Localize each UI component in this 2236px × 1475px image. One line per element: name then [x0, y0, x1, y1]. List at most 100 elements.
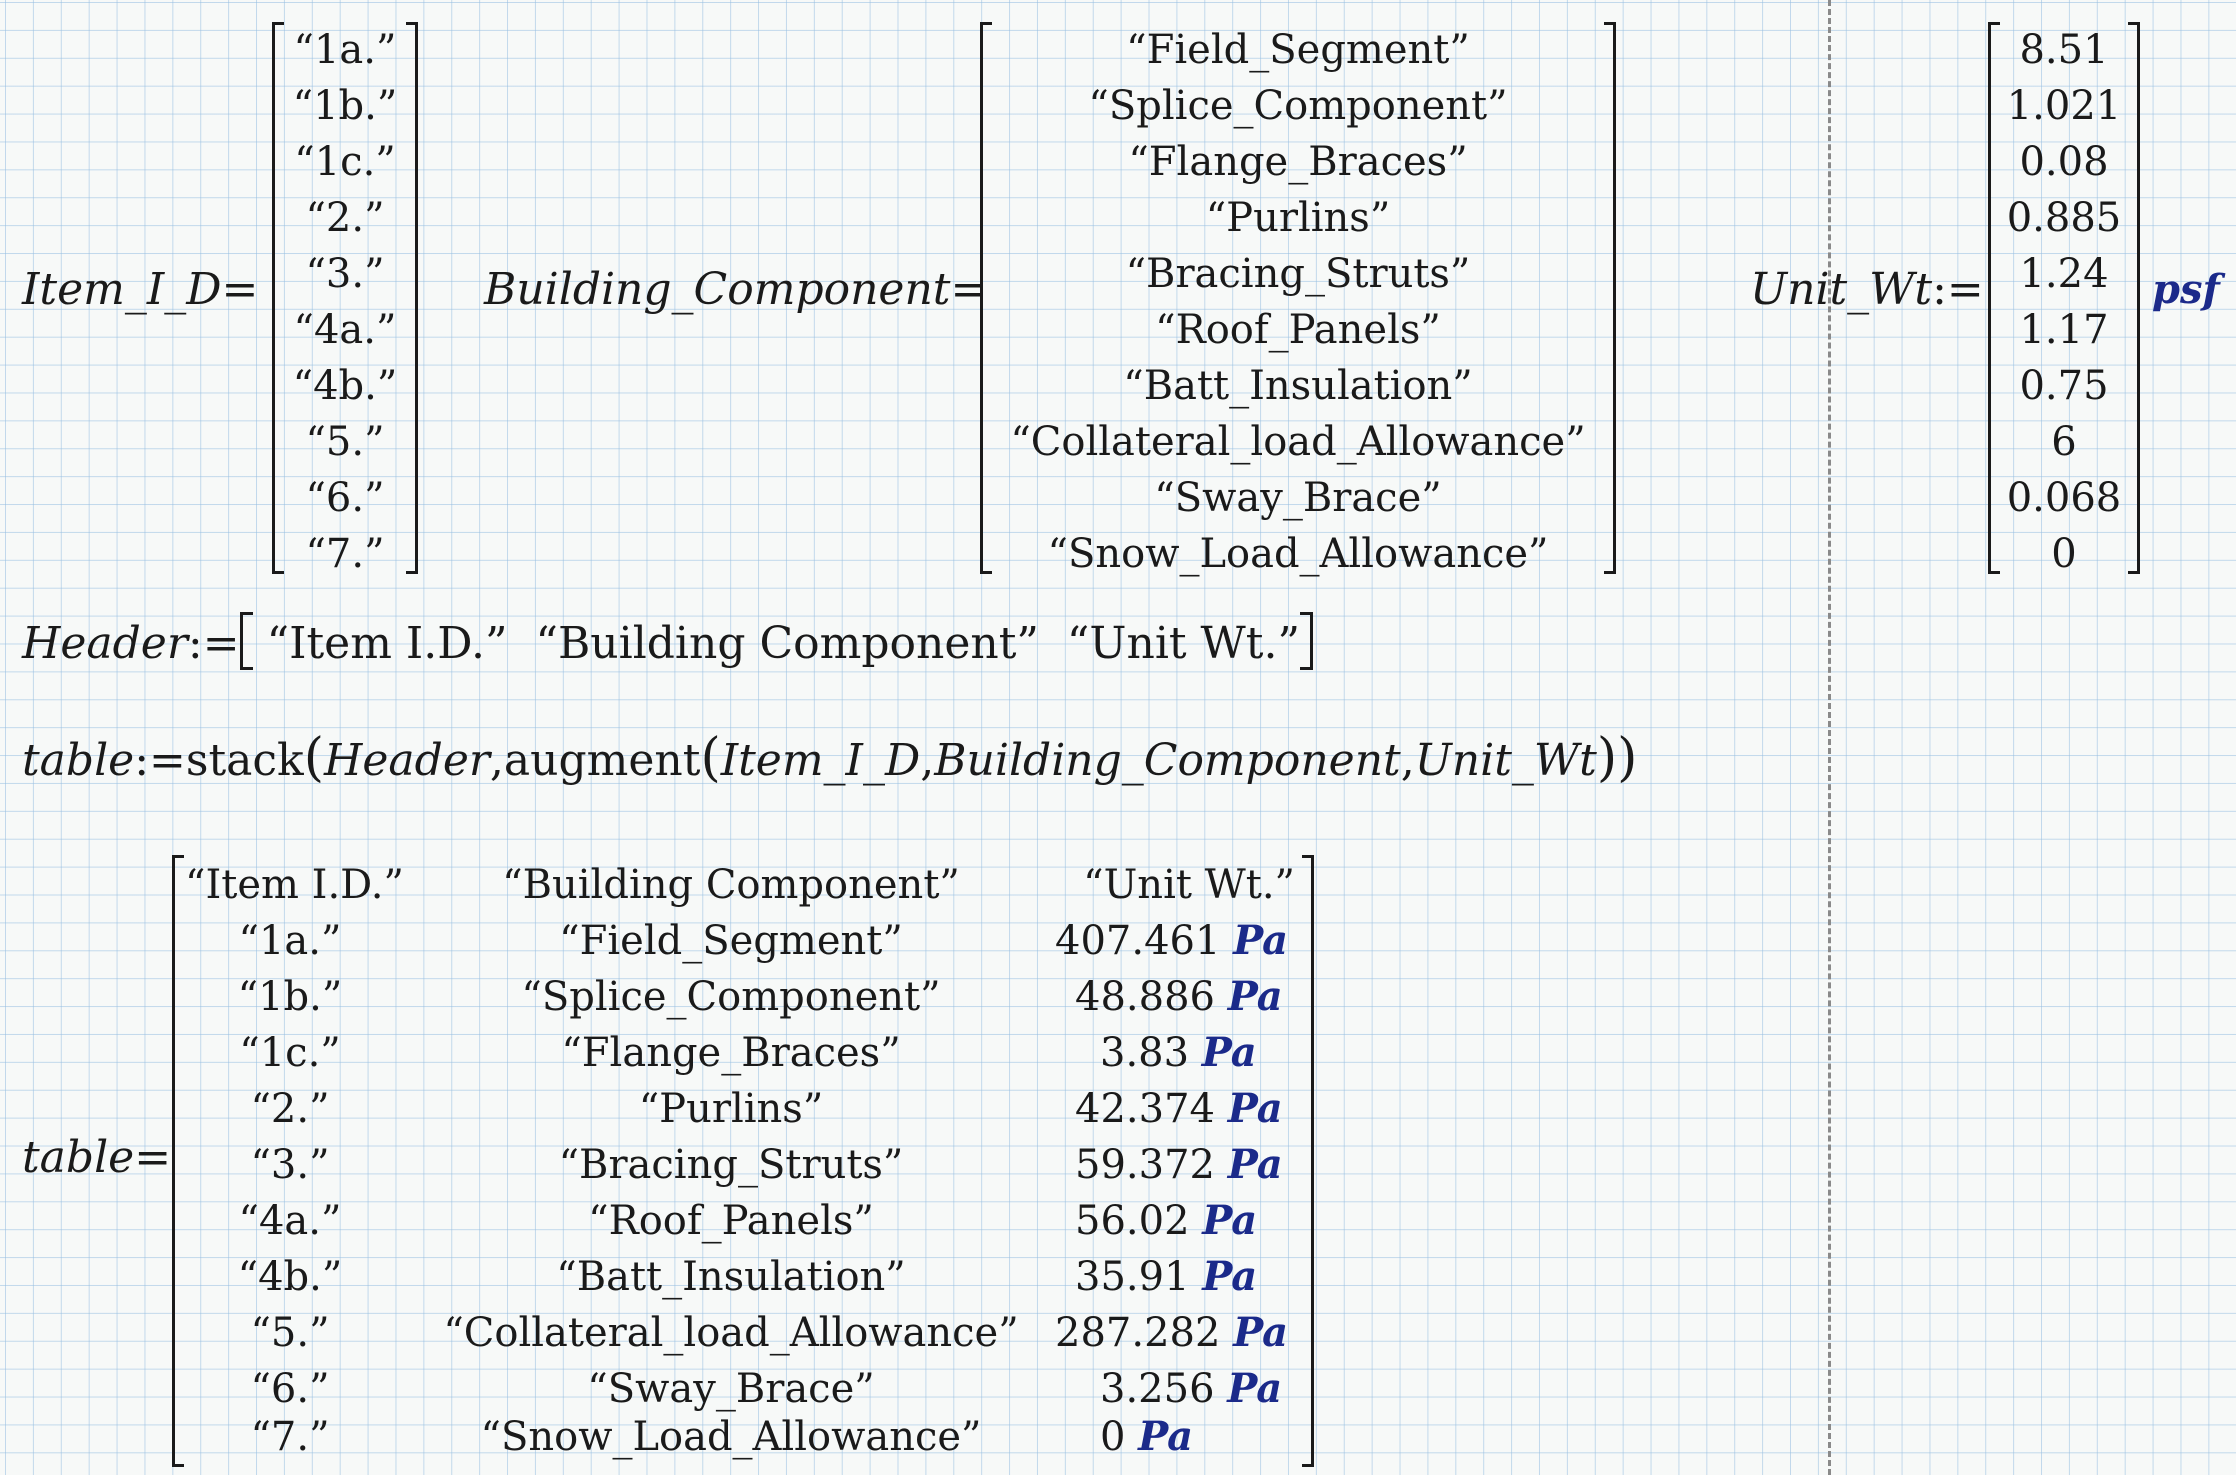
table-cell: “Batt_Insulation” [556, 1254, 906, 1300]
building-component-name: Building_Component [484, 264, 951, 315]
unit-wt-cell: 0.068 [2006, 475, 2122, 521]
table-value: 3.83 [1100, 1030, 1190, 1076]
table-unit: Pa [1227, 1141, 1283, 1188]
augment-open-paren: ( [700, 728, 721, 788]
table-unit: Pa [1202, 1253, 1258, 1300]
table-cell: “3.” [250, 1142, 330, 1188]
building-component-cell: “Collateral_load_Allowance” [1010, 419, 1586, 465]
page-divider [1828, 0, 1831, 1475]
table-cell: “Sway_Brace” [587, 1366, 875, 1412]
item-id-cell: “2.” [305, 195, 385, 241]
table-unit: Pa [1138, 1413, 1194, 1460]
table-cell: “Roof_Panels” [588, 1198, 874, 1244]
unit-wt-cell: 1.021 [2006, 83, 2122, 129]
stack-function: stack [185, 735, 304, 786]
unit-wt-matrix: 8.51 1.021 0.08 0.885 1.24 1.17 0.75 6 0… [1988, 22, 2140, 577]
unit-wt-lhs: Unit_Wt:= [1750, 264, 1984, 315]
augment-arg-unit-wt: Unit_Wt [1414, 735, 1597, 786]
item-id-lhs: Item_I_D= [22, 264, 258, 315]
item-id-cell: “1b.” [292, 83, 398, 129]
table-unit: Pa [1227, 1085, 1283, 1132]
header-definition-region[interactable]: Header:= “Item I.D.” “Building Component… [22, 612, 1313, 670]
table-unit: Pa [1227, 973, 1283, 1020]
building-component-cell: “Field_Segment” [1126, 27, 1470, 73]
header-def-cell: “Item I.D.” [266, 618, 508, 669]
table-cell: “1a.” [238, 918, 342, 964]
table-cell: “Purlins” [638, 1086, 824, 1132]
header-def-cell: “Building Component” [535, 618, 1039, 669]
unit-wt-cell: 0 [2051, 531, 2077, 577]
building-component-matrix: “Field_Segment” “Splice_Component” “Flan… [980, 22, 1616, 577]
table-value-cell: 3.256 Pa [1055, 1361, 1295, 1417]
unit-wt-cell: 6 [2051, 419, 2077, 465]
header-bracket-right [1299, 612, 1313, 670]
building-component-cell: “Purlins” [1205, 195, 1391, 241]
table-unit: Pa [1201, 1029, 1257, 1076]
table-value: 59.372 [1075, 1142, 1215, 1188]
item-id-cell: “4a.” [293, 307, 397, 353]
table-header-cell: “Building Component” [502, 862, 960, 908]
stack-arg-comma: , [489, 735, 504, 786]
unit-wt-cell: 0.885 [2006, 195, 2122, 241]
table-cell: “6.” [250, 1366, 330, 1412]
table-result-lhs: table= [22, 1132, 171, 1183]
item-id-cell: “4b.” [292, 363, 398, 409]
unit-wt-cell: 0.75 [2019, 363, 2109, 409]
table-result-name: table [22, 1132, 135, 1183]
table-cell: “Splice_Component” [521, 974, 941, 1020]
table-definition-region[interactable]: table:=stack(Header,augment(Item_I_D,Bui… [22, 728, 1637, 788]
table-cell: “5.” [250, 1310, 330, 1356]
table-cell: “Field_Segment” [559, 918, 903, 964]
item-id-cell: “6.” [305, 475, 385, 521]
table-unit: Pa [1227, 1365, 1283, 1412]
unit-wt-name: Unit_Wt [1750, 264, 1933, 315]
table-value-cell: 407.461 Pa [1055, 913, 1295, 969]
table-value-cell: 48.886 Pa [1055, 969, 1295, 1025]
table-unit: Pa [1233, 917, 1289, 964]
table-value-cell: 287.282 Pa [1055, 1305, 1295, 1361]
table-def-operator: := [134, 735, 186, 786]
building-component-cell: “Roof_Panels” [1155, 307, 1441, 353]
stack-open-paren: ( [303, 728, 325, 788]
table-result-operator: = [134, 1132, 172, 1183]
item-id-cell: “1c.” [294, 139, 396, 185]
augment-arg-item-id: Item_I_D [720, 735, 921, 786]
table-value: 48.886 [1075, 974, 1215, 1020]
building-component-cell: “Splice_Component” [1088, 83, 1508, 129]
item-id-cell: “1a.” [293, 27, 397, 73]
table-cell: “1b.” [237, 974, 343, 1020]
table-cell: “2.” [250, 1086, 330, 1132]
table-cell: “7.” [250, 1414, 330, 1460]
table-cell: “Collateral_load_Allowance” [443, 1310, 1019, 1356]
header-def-cell: “Unit Wt.” [1066, 618, 1300, 669]
unit-wt-unit: psf [2152, 266, 2220, 313]
item-id-cell: “3.” [305, 251, 385, 297]
table-value-cell: 35.91 Pa [1055, 1249, 1295, 1305]
table-unit: Pa [1202, 1197, 1258, 1244]
building-component-cell: “Snow_Load_Allowance” [1047, 531, 1549, 577]
table-value: 0 [1100, 1414, 1126, 1460]
item-id-cell: “5.” [305, 419, 385, 465]
table-cell: “1c.” [239, 1030, 341, 1076]
unit-wt-cell: 8.51 [2019, 27, 2109, 73]
item-id-name: Item_I_D [22, 264, 222, 315]
unit-wt-operator: := [1932, 264, 1984, 315]
header-bracket-left [239, 612, 253, 670]
table-cell: “Snow_Load_Allowance” [480, 1414, 982, 1460]
table-cell: “4a.” [238, 1198, 342, 1244]
table-value: 3.256 [1100, 1366, 1215, 1412]
table-value: 56.02 [1075, 1198, 1190, 1244]
building-component-cell: “Bracing_Struts” [1125, 251, 1471, 297]
item-id-cell: “7.” [305, 531, 385, 577]
table-value: 407.461 [1055, 918, 1221, 964]
unit-wt-cell: 0.08 [2019, 139, 2109, 185]
table-value-cell: 56.02 Pa [1055, 1193, 1295, 1249]
table-value: 35.91 [1075, 1254, 1190, 1300]
header-operator: := [187, 618, 240, 669]
augment-function: augment [503, 735, 701, 786]
building-component-lhs: Building_Component= [484, 264, 987, 315]
table-cell: “4b.” [237, 1254, 343, 1300]
table-cell: “Flange_Braces” [561, 1030, 901, 1076]
table-unit: Pa [1233, 1309, 1289, 1356]
table-header-cell: “Item I.D.” [185, 862, 404, 908]
